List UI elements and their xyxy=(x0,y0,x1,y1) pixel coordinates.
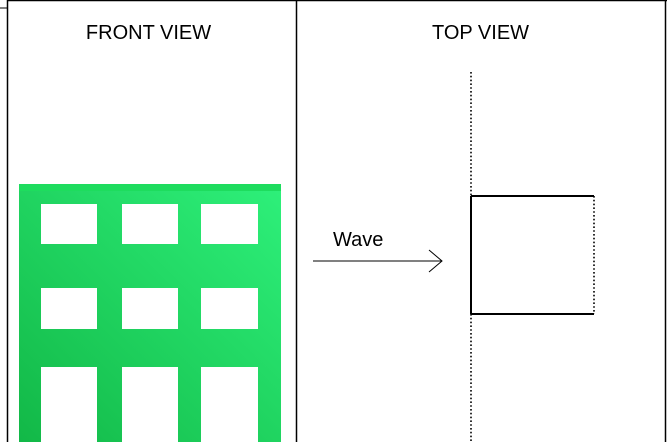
window xyxy=(41,204,97,244)
window xyxy=(41,288,97,329)
front-view-title: FRONT VIEW xyxy=(85,22,212,44)
door xyxy=(41,367,97,442)
wave-arrow xyxy=(313,249,443,273)
window xyxy=(122,204,178,244)
building-roof-band xyxy=(19,184,281,191)
top-view-plan xyxy=(470,72,595,442)
wave-label: Wave xyxy=(333,229,384,251)
window xyxy=(201,288,258,329)
top-view-title: TOP VIEW xyxy=(431,22,530,44)
door xyxy=(122,367,178,442)
door xyxy=(201,367,258,442)
window xyxy=(122,288,178,329)
building-front-view xyxy=(19,184,281,442)
window xyxy=(201,204,258,244)
